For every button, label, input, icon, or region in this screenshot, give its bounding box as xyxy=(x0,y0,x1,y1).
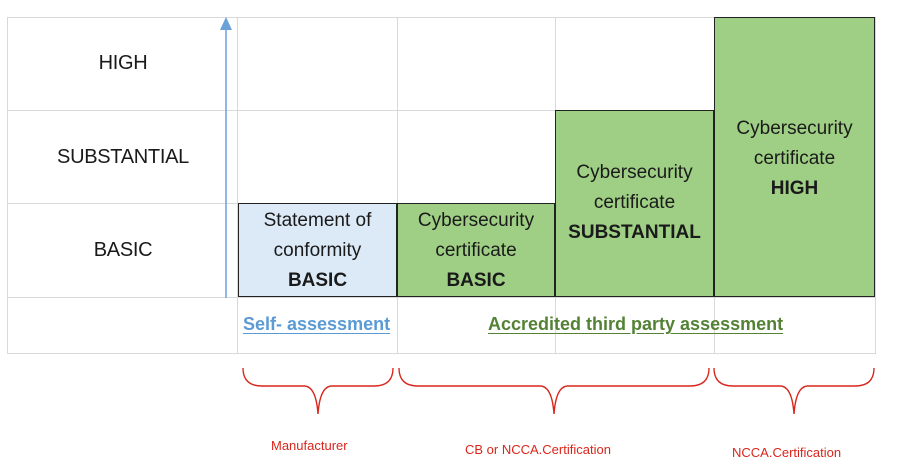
level-arrow-icon xyxy=(220,17,232,298)
grid-col-line xyxy=(875,17,876,354)
self-assessment-label: Self- assessment xyxy=(243,314,391,334)
ncca-bracket xyxy=(713,367,875,415)
box-line: Cybersecurity xyxy=(417,210,535,231)
box-line: Cybersecurity xyxy=(576,162,693,183)
box-level: BASIC xyxy=(446,270,506,291)
grid-col-line xyxy=(7,17,8,354)
box-level: SUBSTANTIAL xyxy=(568,222,701,243)
row-label-high: HIGH xyxy=(98,52,148,74)
box-level: BASIC xyxy=(287,270,348,291)
box-line: certificate xyxy=(753,148,836,169)
cb-ncca-bracket xyxy=(398,367,710,415)
grid-bottom-line xyxy=(7,353,875,354)
cb-or-ncca-label: CB or NCCA.Certification xyxy=(465,442,611,457)
grid-row-line xyxy=(7,110,875,111)
grid-col-line xyxy=(397,17,398,354)
box-line: Statement of xyxy=(263,210,372,231)
grid-col-line xyxy=(237,17,238,354)
certificate-basic-box: Cybersecurity certificate BASIC xyxy=(397,203,555,297)
box-line: certificate xyxy=(593,192,676,213)
box-line: Cybersecurity xyxy=(736,118,853,139)
row-label-substantial: SUBSTANTIAL xyxy=(57,146,189,168)
box-level: HIGH xyxy=(770,178,819,199)
grid-row-line xyxy=(7,297,875,298)
box-line: conformity xyxy=(273,240,362,261)
manufacturer-bracket xyxy=(242,367,394,415)
grid-top-line xyxy=(7,17,875,18)
third-party-assessment-label: Accredited third party assessment xyxy=(488,314,784,334)
row-label-basic: BASIC xyxy=(93,239,153,261)
box-line: certificate xyxy=(435,240,517,261)
certificate-substantial-box: Cybersecurity certificate SUBSTANTIAL xyxy=(555,110,714,297)
statement-of-conformity-box: Statement of conformity BASIC xyxy=(238,203,397,297)
certificate-high-box: Cybersecurity certificate HIGH xyxy=(714,17,875,297)
manufacturer-label: Manufacturer xyxy=(271,438,348,453)
ncca-certification-label: NCCA.Certification xyxy=(732,445,842,460)
